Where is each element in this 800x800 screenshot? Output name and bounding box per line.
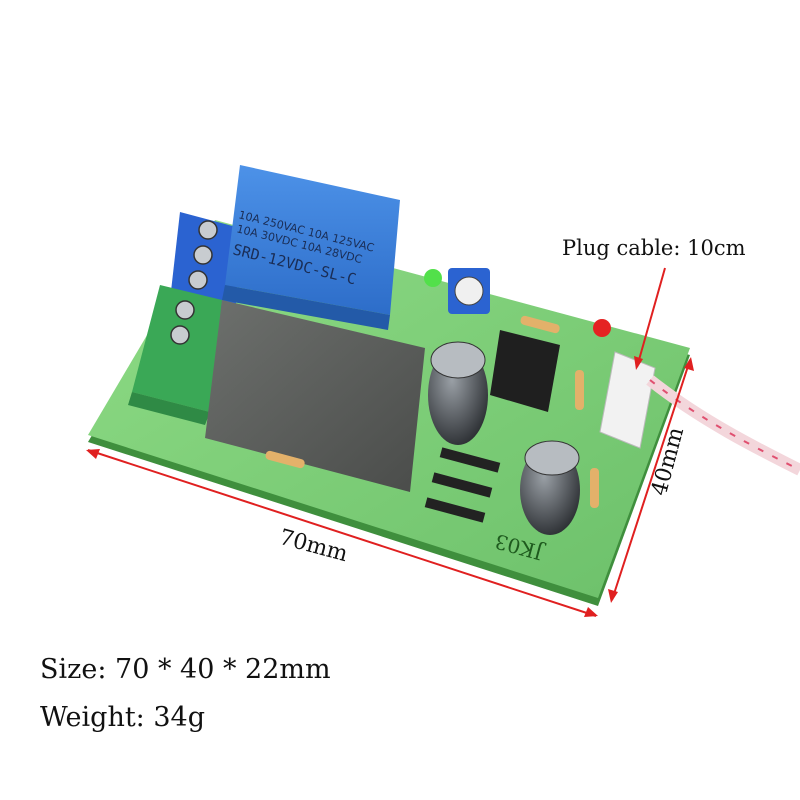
resistors xyxy=(265,315,599,508)
diodes xyxy=(424,447,501,523)
plug-cable-label: Plug cable: 10cm xyxy=(562,236,746,260)
plug-cable xyxy=(646,375,800,476)
potentiometer xyxy=(448,268,490,314)
green-led xyxy=(424,269,442,287)
red-led xyxy=(593,319,611,337)
relay: 10A 250VAC 10A 125VAC 10A 30VDC 10A 28VD… xyxy=(222,165,400,330)
width-arrow xyxy=(608,357,694,603)
plug-arrow xyxy=(634,267,666,370)
green-terminal-block xyxy=(128,285,222,425)
size-spec: Size: 70 * 40 * 22mm xyxy=(40,654,331,685)
length-arrow xyxy=(86,449,598,617)
white-connector xyxy=(599,351,656,449)
capacitor-small xyxy=(520,440,580,535)
film-capacitor xyxy=(205,300,425,492)
ic-chip xyxy=(490,330,560,412)
weight-spec: Weight: 34g xyxy=(40,702,206,733)
capacitor-large xyxy=(428,341,488,445)
